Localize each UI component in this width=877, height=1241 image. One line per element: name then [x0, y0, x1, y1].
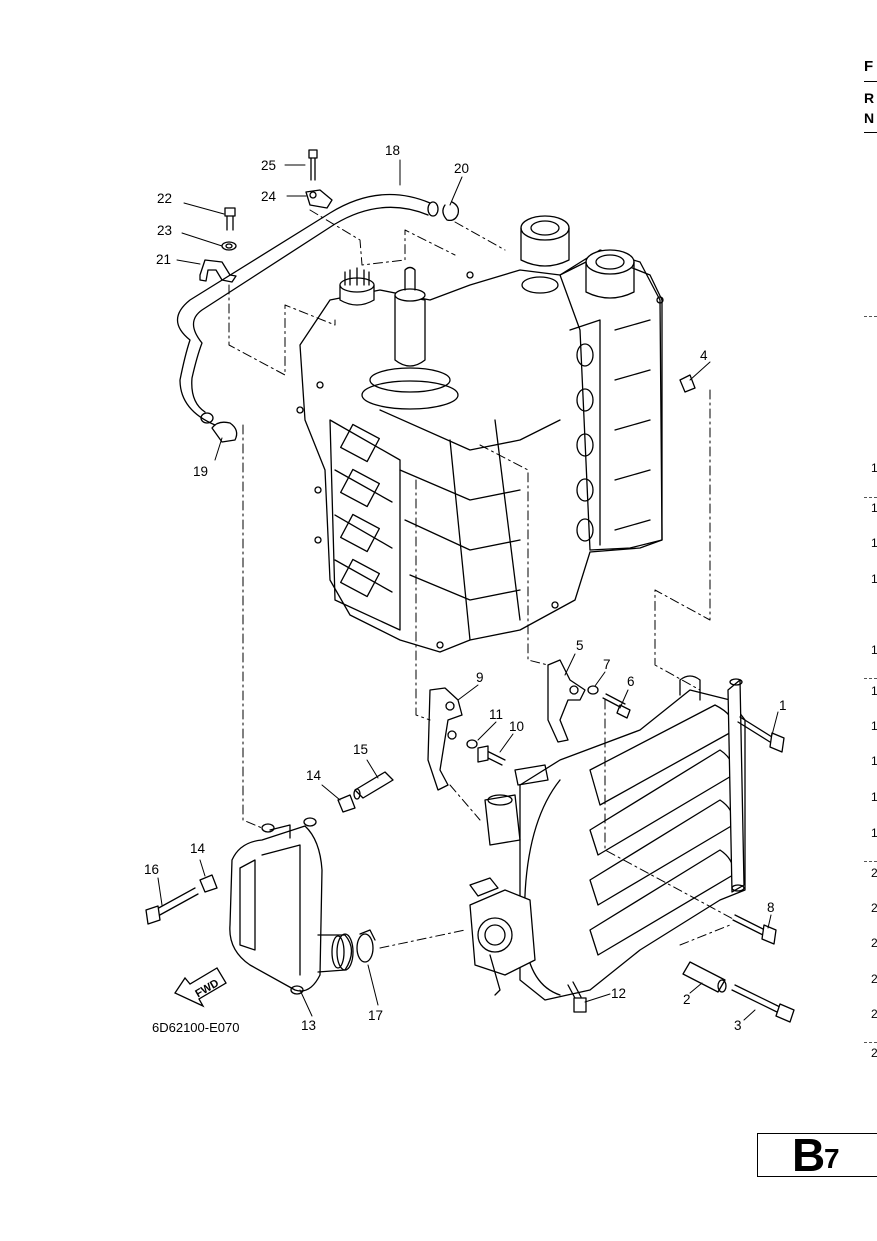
edge-digit: 1 — [871, 754, 877, 768]
callout-14: 14 — [190, 841, 206, 856]
header-edge-char: R — [864, 90, 875, 106]
edge-digit: 1 — [871, 501, 877, 515]
callout-21: 21 — [156, 252, 171, 267]
edge-digit: 2 — [871, 866, 877, 880]
callout-1: 1 — [779, 698, 787, 713]
edge-digit: 2 — [871, 972, 877, 986]
header-rule — [864, 132, 877, 133]
drawing-code: 6D62100-E070 — [152, 1020, 239, 1035]
edge-divider — [864, 316, 877, 317]
callout-20: 20 — [454, 161, 469, 176]
edge-digit: 2 — [871, 901, 877, 915]
small-parts — [145, 149, 795, 1023]
edge-digit: 1 — [871, 643, 877, 657]
header-edge-char: N — [864, 110, 875, 126]
hose — [176, 193, 439, 426]
page-letter: B — [792, 1129, 826, 1181]
edge-digit: 1 — [871, 826, 877, 840]
callout-4: 4 — [700, 348, 708, 363]
callout-16: 16 — [144, 862, 159, 877]
edge-digit: 2 — [871, 1046, 877, 1060]
callout-13: 13 — [301, 1018, 316, 1033]
callout-6-7: 7 — [603, 657, 611, 672]
callout-23: 23 — [157, 223, 172, 238]
header-rule — [864, 81, 877, 82]
callout-22: 22 — [157, 191, 172, 206]
callout-14: 14 — [306, 768, 322, 783]
edge-digit: 1 — [871, 536, 877, 550]
callout-labels: 1 2 3 4 5 7 6 8 9 10 11 12 13 14 14 15 1… — [144, 143, 787, 1033]
edge-divider — [864, 1042, 877, 1043]
callout-19: 19 — [193, 464, 208, 479]
connection-lines — [228, 209, 736, 949]
edge-digit: 1 — [871, 461, 877, 475]
edge-divider — [864, 497, 877, 498]
callout-24: 24 — [261, 189, 277, 204]
edge-digit: 2 — [871, 1007, 877, 1021]
edge-digit: 1 — [871, 790, 877, 804]
fwd-arrow: FWD — [174, 967, 227, 1008]
intake-silencer — [229, 817, 354, 995]
callout-12: 12 — [611, 986, 626, 1001]
edge-divider — [864, 861, 877, 862]
leader-lines — [157, 159, 779, 1021]
edge-digit: 1 — [871, 719, 877, 733]
callout-11: 11 — [489, 707, 503, 722]
intake-manifold — [469, 675, 746, 1001]
callout-17: 17 — [368, 1008, 383, 1023]
page-number: 7 — [824, 1143, 840, 1174]
edge-divider — [864, 678, 877, 679]
cylinder-block — [296, 215, 664, 653]
callout-9: 9 — [476, 670, 484, 685]
page-indicator — [757, 1133, 877, 1177]
callout-5: 5 — [576, 638, 584, 653]
callout-2: 2 — [683, 992, 691, 1007]
callout-25: 25 — [261, 158, 276, 173]
callout-10: 10 — [509, 719, 524, 734]
header-edge-char: F — [864, 58, 874, 75]
edge-digit: 1 — [871, 684, 877, 698]
edge-digit: 2 — [871, 936, 877, 950]
edge-digit: 1 — [871, 572, 877, 586]
callout-6: 6 — [627, 674, 635, 689]
callout-8: 8 — [767, 900, 775, 915]
callout-3: 3 — [734, 1018, 742, 1033]
callout-18: 18 — [385, 143, 400, 158]
callout-15: 15 — [353, 742, 368, 757]
